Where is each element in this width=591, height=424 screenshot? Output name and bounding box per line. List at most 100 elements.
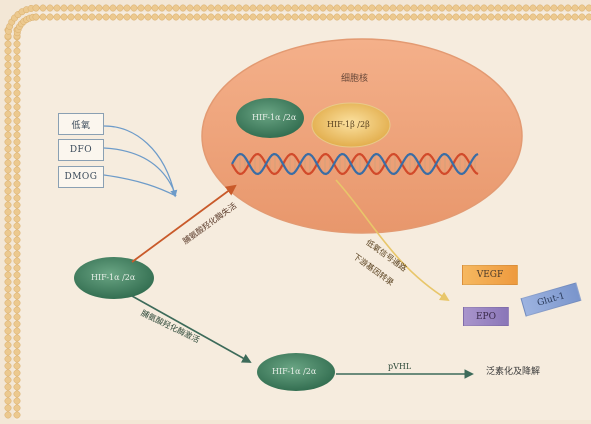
degraded-hif-alpha-label: HIF-1α /2α — [272, 367, 317, 376]
membrane-bead — [4, 257, 12, 265]
membrane-bead — [4, 40, 12, 48]
membrane-bead — [445, 13, 453, 21]
membrane-bead — [95, 13, 103, 21]
arrow-dmog — [103, 174, 177, 197]
membrane-bead — [417, 4, 425, 12]
membrane-bead — [396, 13, 404, 21]
label-pvhl: pVHL — [388, 362, 412, 371]
membrane-bead — [4, 306, 12, 314]
membrane-bead — [501, 13, 509, 21]
membrane-bead — [13, 355, 21, 363]
membrane-bead — [13, 166, 21, 174]
membrane-bead — [13, 306, 21, 314]
membrane-bead — [270, 4, 278, 12]
membrane-bead — [186, 4, 194, 12]
membrane-bead — [13, 313, 21, 321]
membrane-bead — [116, 13, 124, 21]
membrane-bead — [13, 96, 21, 104]
membrane-bead — [13, 103, 21, 111]
membrane-bead — [60, 13, 68, 21]
membrane-bead — [13, 397, 21, 405]
membrane-bead — [13, 250, 21, 258]
membrane-bead — [13, 278, 21, 286]
membrane-bead — [522, 4, 530, 12]
membrane-bead — [480, 4, 488, 12]
membrane-bead — [151, 4, 159, 12]
dna-helix — [231, 152, 479, 176]
membrane-bead — [270, 13, 278, 21]
membrane-bead — [13, 383, 21, 391]
membrane-bead — [249, 4, 257, 12]
membrane-bead — [13, 285, 21, 293]
membrane-bead — [4, 222, 12, 230]
membrane-bead — [165, 4, 173, 12]
membrane-bead — [46, 13, 54, 21]
membrane-bead — [382, 4, 390, 12]
membrane-bead — [4, 166, 12, 174]
membrane-bead — [522, 13, 530, 21]
membrane-bead — [4, 383, 12, 391]
membrane-bead — [13, 327, 21, 335]
membrane-bead — [123, 4, 131, 12]
membrane-bead — [473, 4, 481, 12]
membrane-bead — [508, 13, 516, 21]
membrane-bead — [137, 4, 145, 12]
membrane-bead — [13, 54, 21, 62]
membrane-bead — [179, 13, 187, 21]
membrane-bead — [354, 4, 362, 12]
membrane-bead — [95, 4, 103, 12]
membrane-bead — [319, 4, 327, 12]
arrow-activation — [131, 184, 237, 263]
membrane-bead — [39, 4, 47, 12]
membrane-bead — [13, 208, 21, 216]
stimulus-hypoxia: 低氧 — [58, 113, 104, 135]
membrane-bead — [4, 110, 12, 118]
membrane-bead — [305, 13, 313, 21]
membrane-bead — [4, 96, 12, 104]
nuclear-hif-alpha — [236, 98, 304, 138]
membrane-bead — [305, 4, 313, 12]
nuclear-hif-beta — [311, 102, 391, 148]
membrane-bead — [487, 4, 495, 12]
membrane-bead — [242, 4, 250, 12]
membrane-bead — [13, 292, 21, 300]
membrane-bead — [375, 13, 383, 21]
membrane-bead — [13, 369, 21, 377]
membrane-bead — [13, 194, 21, 202]
membrane-bead — [543, 13, 551, 21]
membrane-bead — [13, 229, 21, 237]
membrane-bead — [13, 187, 21, 195]
membrane-bead — [193, 13, 201, 21]
arrow-hypoxia — [101, 125, 178, 198]
membrane-bead — [32, 13, 40, 21]
membrane-bead — [389, 13, 397, 21]
membrane-bead — [550, 13, 558, 21]
membrane-bead — [494, 13, 502, 21]
membrane-bead — [13, 411, 21, 419]
membrane-bead — [571, 13, 579, 21]
membrane-bead — [13, 264, 21, 272]
membrane-bead — [424, 4, 432, 12]
membrane-bead — [235, 13, 243, 21]
membrane-bead — [144, 13, 152, 21]
membrane-bead — [368, 4, 376, 12]
membrane-bead — [4, 47, 12, 55]
membrane-bead — [13, 173, 21, 181]
membrane-bead — [109, 13, 117, 21]
membrane-bead — [53, 13, 61, 21]
membrane-bead — [312, 4, 320, 12]
cell-membrane — [4, 4, 591, 419]
membrane-bead — [13, 82, 21, 90]
membrane-bead — [46, 4, 54, 12]
membrane-bead — [298, 4, 306, 12]
arrow-inactivation — [131, 295, 252, 363]
membrane-bead — [221, 13, 229, 21]
membrane-bead — [4, 229, 12, 237]
label-degradation: 泛素化及降解 — [486, 367, 541, 377]
membrane-bead — [4, 208, 12, 216]
membrane-bead — [452, 4, 460, 12]
membrane-bead — [536, 13, 544, 21]
membrane-bead — [4, 173, 12, 181]
membrane-bead — [4, 82, 12, 90]
membrane-bead — [13, 390, 21, 398]
